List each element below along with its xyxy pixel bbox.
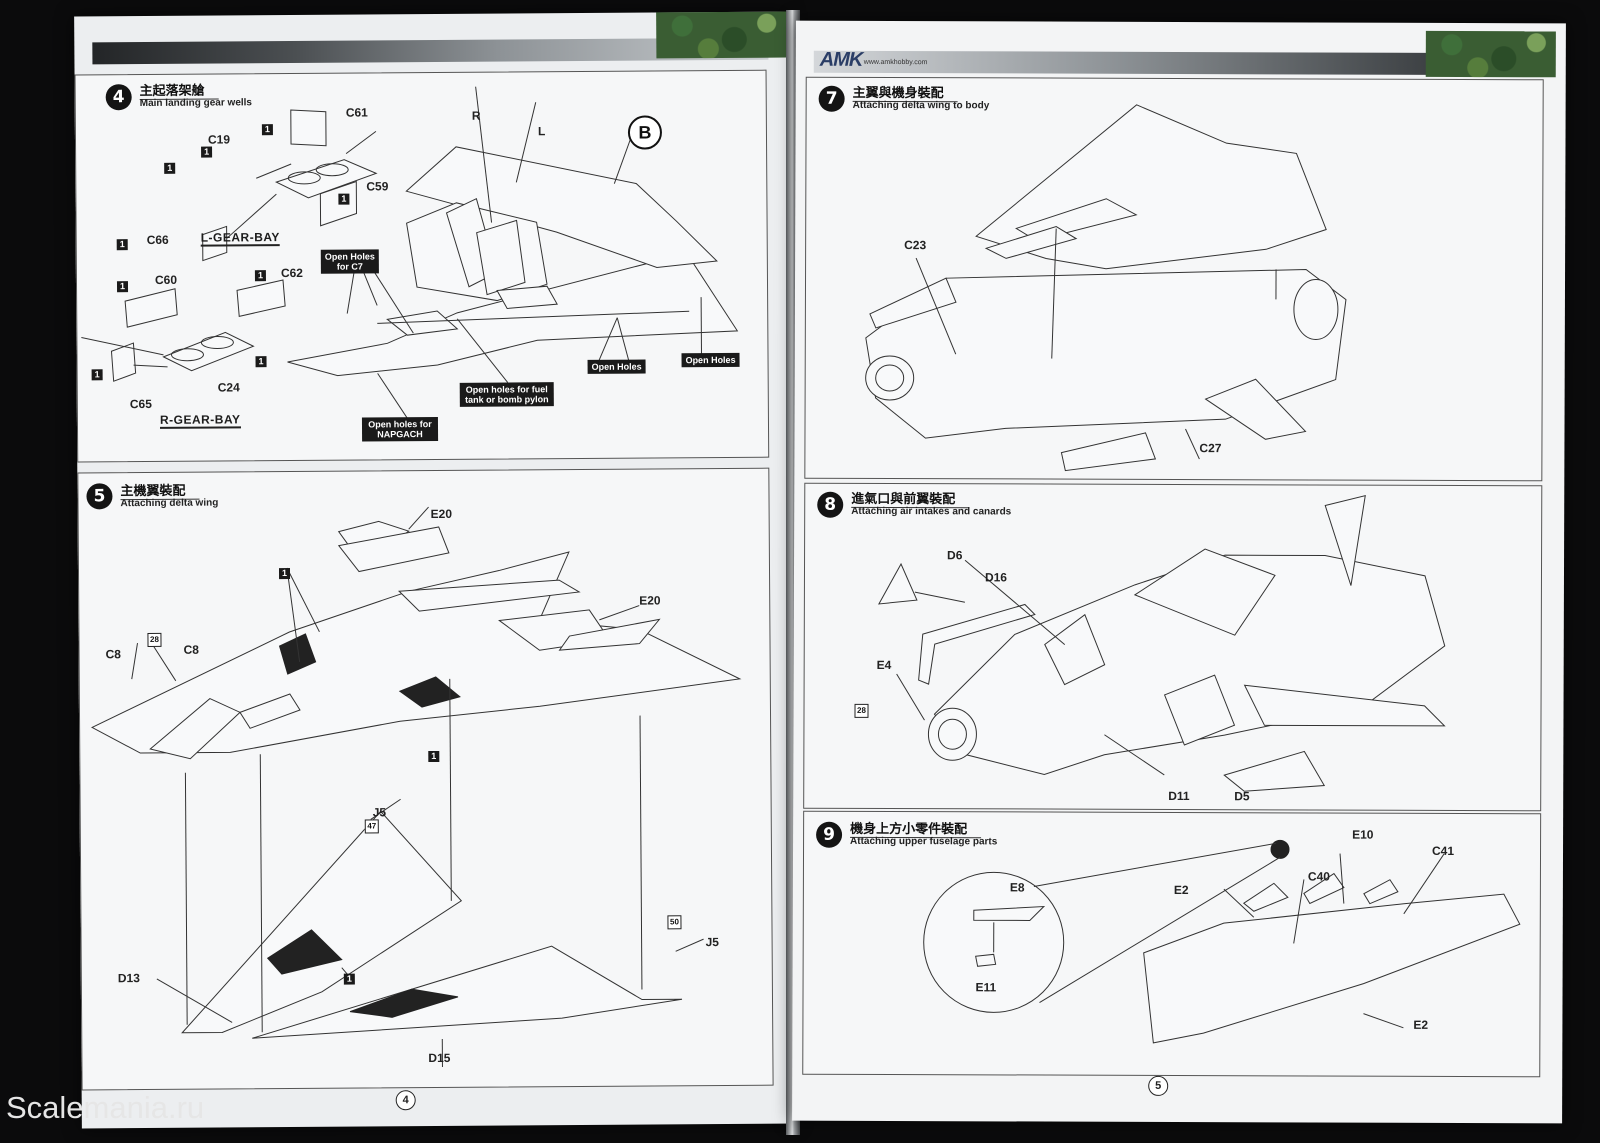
- part-mark: 1: [278, 568, 291, 580]
- part-label: C60: [154, 272, 178, 287]
- part-label: C62: [280, 265, 303, 281]
- part-label: D6: [947, 548, 963, 563]
- side-label: R: [471, 108, 481, 123]
- part-label: J5: [705, 935, 720, 950]
- part-label: C8: [183, 642, 199, 657]
- outlined-mark: 47: [364, 819, 379, 834]
- part-label: E20: [639, 593, 661, 608]
- gear-well-diagram: [81, 86, 739, 420]
- note-tag: Open holes for NAPGACH: [361, 416, 439, 442]
- part-label: C65: [129, 396, 152, 412]
- part-mark: 1: [201, 146, 213, 158]
- note-tag: Open Holes: [681, 352, 740, 368]
- part-mark: 1: [91, 369, 103, 381]
- part-label: D13: [117, 971, 140, 986]
- part-label: E20: [430, 506, 453, 522]
- part-mark: 1: [164, 162, 176, 174]
- step-5-panel: 5 主機翼裝配 Attaching delta wing: [77, 467, 774, 1091]
- part-mark: 1: [254, 270, 266, 282]
- outlined-mark: 50: [667, 915, 682, 930]
- upper-fuselage-parts-diagram: [923, 839, 1521, 1044]
- part-mark: 1: [255, 356, 267, 368]
- wing-to-body-diagram: [865, 104, 1347, 472]
- part-label: C40: [1307, 869, 1330, 884]
- part-label: D16: [984, 570, 1008, 585]
- part-label: C41: [1432, 843, 1455, 858]
- part-label: E2: [1413, 1017, 1429, 1032]
- delta-wing-diagram: [90, 506, 742, 1067]
- note-tag: Open Holes: [587, 359, 646, 374]
- part-label: E10: [1352, 827, 1374, 842]
- brand-url: www.amkhobby.com: [863, 58, 928, 67]
- part-label: C66: [146, 232, 169, 247]
- part-label: E11: [975, 980, 997, 995]
- part-mark: 1: [116, 281, 129, 293]
- part-label: D5: [1234, 789, 1250, 804]
- outlined-mark: 28: [854, 703, 869, 718]
- part-label: D15: [428, 1050, 451, 1066]
- part-mark: 1: [261, 124, 273, 136]
- camo-pattern: [1425, 30, 1556, 78]
- callout-b: B: [627, 115, 663, 150]
- step-4-panel: 4 主起落架艙 Main landing gear wells: [74, 69, 770, 463]
- page-number: 5: [1148, 1075, 1169, 1096]
- watermark: Scalemania.ru: [6, 1090, 205, 1125]
- outlined-mark: 28: [147, 632, 162, 648]
- part-label: E2: [1173, 882, 1189, 898]
- side-label: L: [537, 124, 546, 139]
- part-label: C61: [345, 105, 368, 120]
- r-gear-bay-label: R-GEAR-BAY: [159, 412, 241, 429]
- part-label: C19: [207, 132, 231, 147]
- part-label: J5: [372, 805, 387, 820]
- part-label: C27: [1199, 441, 1222, 456]
- instruction-page-left: 4 主起落架艙 Main landing gear wells: [74, 11, 794, 1129]
- part-mark: 1: [338, 193, 350, 205]
- part-label: E4: [876, 657, 892, 672]
- part-label: C8: [105, 647, 121, 662]
- part-label: C59: [366, 179, 389, 194]
- part-label: C23: [904, 238, 927, 253]
- instruction-page-right: AMK www.amkhobby.com 7 主翼與機身裝配 Attaching…: [792, 20, 1566, 1124]
- part-mark: 1: [116, 239, 128, 251]
- part-label: E8: [1009, 880, 1025, 895]
- part-mark: 1: [343, 973, 355, 985]
- camo-pattern: [656, 11, 787, 59]
- l-gear-bay-label: L-GEAR-BAY: [200, 230, 280, 247]
- step-8-panel: 8 進氣口與前翼裝配 Attaching air intakes and can…: [803, 482, 1543, 812]
- brand-logo: AMK: [819, 48, 863, 71]
- note-tag: Open Holes for C7: [320, 249, 379, 274]
- intakes-canards-diagram: [877, 494, 1446, 792]
- page-number: 4: [395, 1090, 416, 1111]
- step-9-panel: 9 機身上方小零件裝配 Attaching upper fuselage par…: [802, 810, 1542, 1078]
- part-mark: 1: [428, 750, 440, 763]
- note-tag: Open holes for fuel tank or bomb pylon: [459, 382, 554, 407]
- part-label: C24: [217, 380, 240, 395]
- step-7-panel: 7 主翼與機身裝配 Attaching delta wing to body C…: [804, 76, 1544, 482]
- part-label: D11: [1168, 788, 1190, 804]
